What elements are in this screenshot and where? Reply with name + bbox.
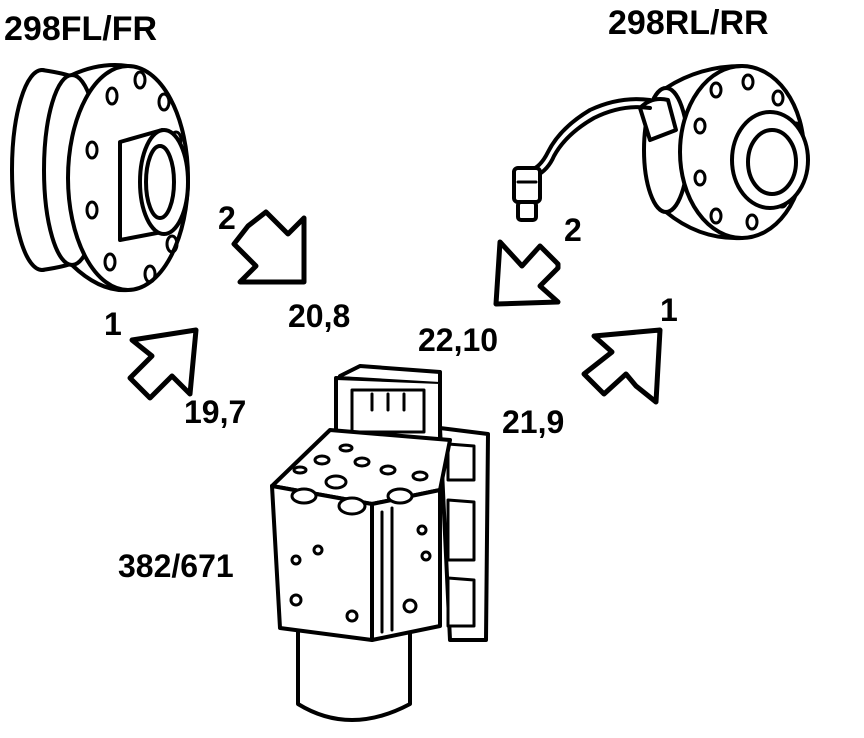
rear-connector-22-10-label: 22,10: [418, 322, 499, 358]
rear-arrow-2-shape: [493, 239, 561, 307]
front-arrow-1-label: 1: [104, 306, 122, 342]
rear-hub-label: 298RL/RR: [608, 4, 769, 42]
rear-arrow-1-shape: [581, 327, 663, 405]
front-connector-20-8-label: 20,8: [288, 298, 351, 334]
front-arrow-2-label: 2: [218, 200, 236, 236]
abs-module-label: 382/671: [118, 548, 234, 584]
front-arrow-2-shape: [231, 209, 307, 285]
abs-hydraulic-module: [270, 364, 490, 722]
rear-arrow-1-label: 1: [660, 292, 678, 328]
rear-arrow-2-label: 2: [564, 212, 582, 248]
front-arrow-1-shape: [127, 327, 199, 401]
front-connector-19-7-label: 19,7: [184, 394, 247, 430]
front-hub-label: 298FL/FR: [4, 10, 158, 48]
front-wheel-hub: [10, 63, 190, 293]
rear-wheel-hub: [512, 64, 810, 241]
rear-connector-21-9-label: 21,9: [502, 404, 565, 440]
